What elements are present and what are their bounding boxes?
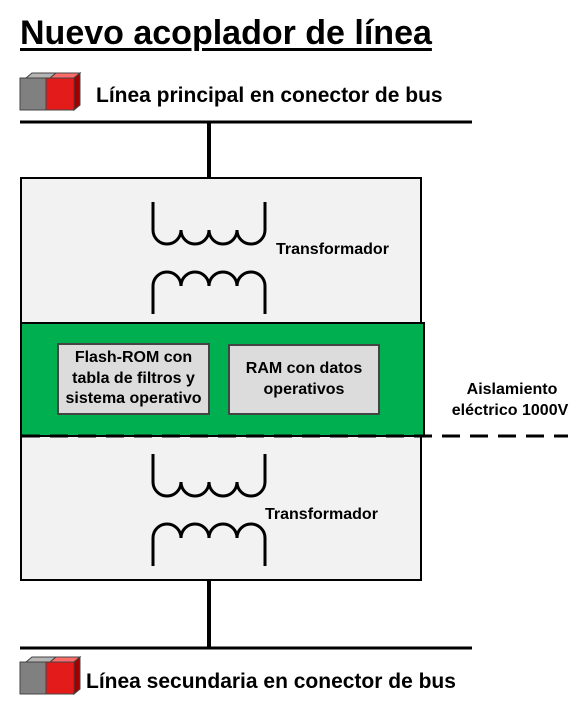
upper-transformer-icon — [151, 202, 267, 314]
secondary-line-label: Línea secundaria en conector de bus — [86, 670, 456, 693]
lower-transformer-icon — [151, 454, 267, 566]
page-title: Nuevo acoplador de línea — [20, 14, 432, 52]
ram-chip: RAM con datos operativos — [228, 344, 380, 415]
main-line-label: Línea principal en conector de bus — [96, 84, 443, 107]
flash-rom-label: Flash-ROM con tabla de filtros y sistema… — [65, 348, 202, 408]
main-bus-connector-icon — [19, 71, 82, 112]
secondary-bus-connector-icon — [19, 655, 82, 696]
lower-transformer-label: Transformador — [265, 506, 378, 523]
flash-rom-chip: Flash-ROM con tabla de filtros y sistema… — [57, 343, 210, 415]
isolation-label-2: eléctrico 1000V — [451, 402, 569, 419]
ram-label: RAM con datos operativos — [245, 359, 363, 398]
isolation-label-1: Aislamiento — [466, 381, 558, 398]
upper-transformer-label: Transformador — [276, 241, 389, 258]
